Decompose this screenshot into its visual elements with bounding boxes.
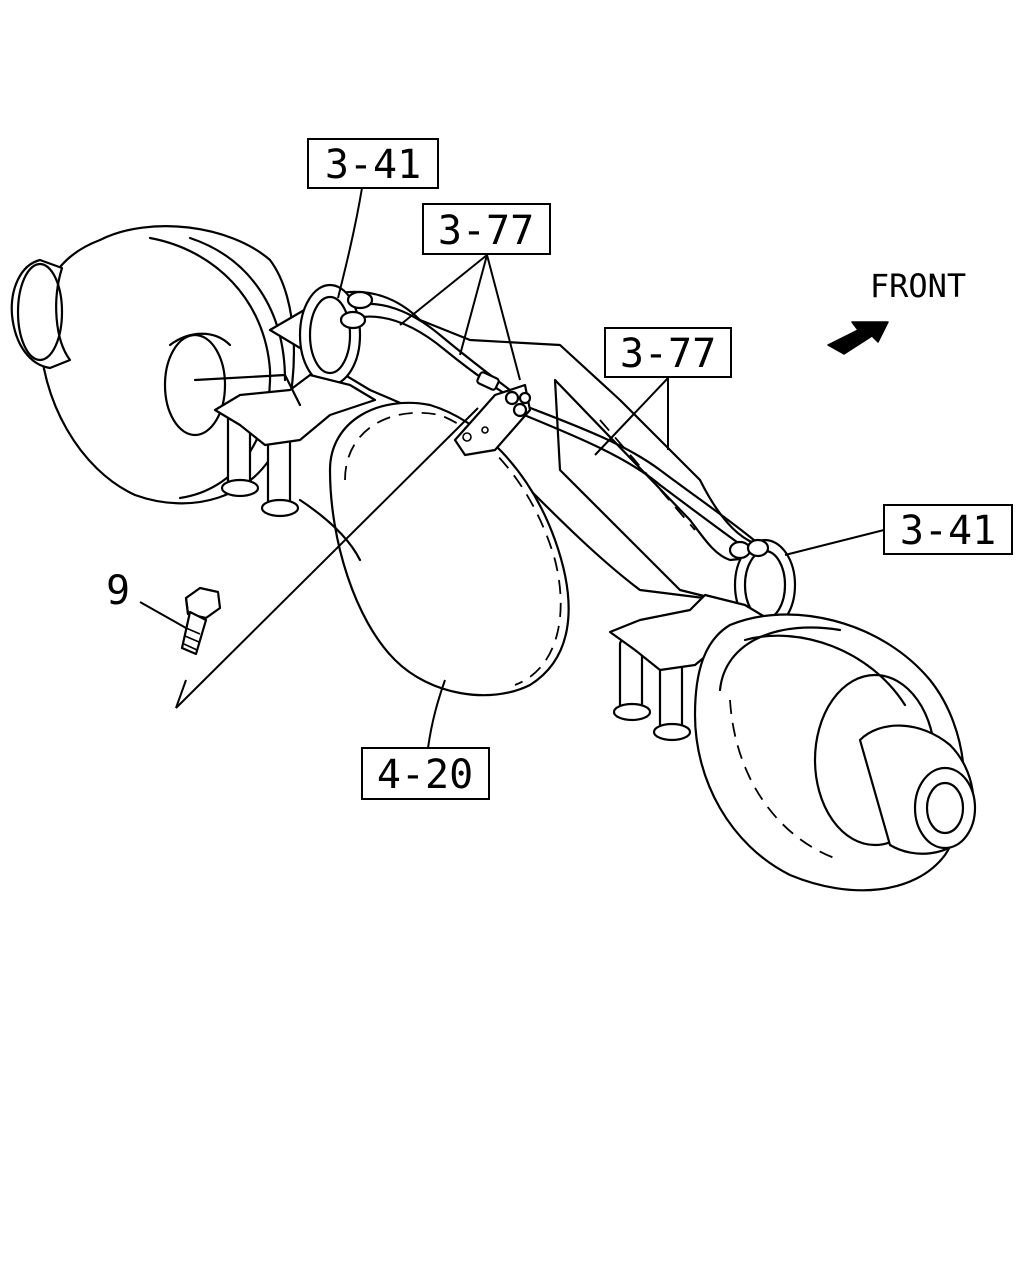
callout-label: 3-41 [325, 142, 421, 188]
callout-3-77-middle: 3-77 [604, 327, 732, 378]
leader-lines [139, 187, 885, 749]
callout-3-41-top: 3-41 [307, 138, 439, 189]
callout-3-77-top: 3-77 [422, 203, 551, 255]
left-spring-seat [193, 373, 377, 518]
callout-label: 3-77 [438, 208, 534, 254]
front-label: FRONT [870, 267, 966, 305]
right-wheel-hub [693, 613, 977, 892]
callout-9: 9 [106, 568, 130, 614]
callout-3-41-right: 3-41 [883, 504, 1013, 555]
arrow-icon [827, 321, 889, 355]
left-wheel-hub [10, 225, 296, 505]
callout-label: 3-41 [900, 508, 996, 554]
axle-housing [268, 283, 797, 697]
callout-4-20: 4-20 [361, 747, 490, 800]
bolt-part [180, 586, 222, 656]
right-spring-seat [608, 593, 772, 742]
callout-label: 4-20 [377, 752, 473, 798]
callout-label: 3-77 [620, 331, 716, 377]
pipe-junction-block [453, 371, 532, 457]
front-direction-indicator: FRONT [827, 267, 966, 355]
